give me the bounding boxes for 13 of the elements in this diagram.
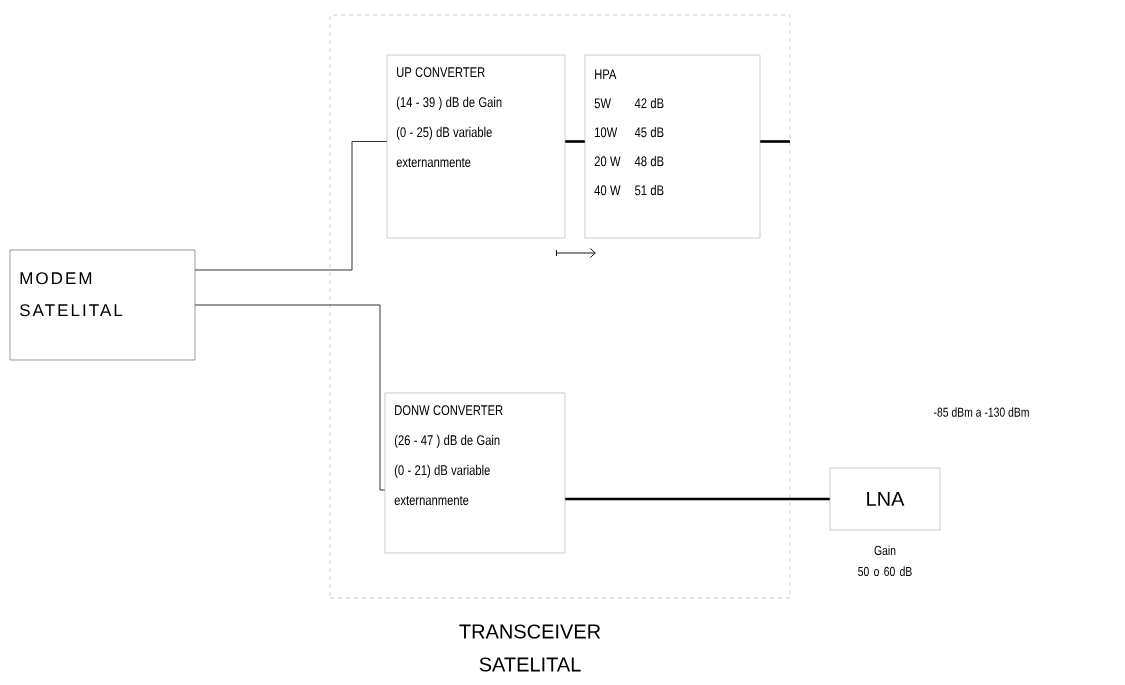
connector-line [565, 497, 830, 501]
group-title: TRANSCEIVER SATELITAL [459, 624, 601, 672]
amplifier-box: LNA [829, 467, 941, 531]
converter-box: DONW CONVERTER (26 - 47 ) dB de Gain (0 - 21) dB variable externanmente [384, 392, 566, 554]
gain-note: Gain 50 o 60 dB [858, 545, 912, 577]
connector-line [565, 140, 585, 143]
amplifier-box: HPA 5W 42 dB 10W 45 dB 20 W 48 dB 40 W 51 dB [584, 54, 761, 239]
modem-box: MODEM SATELITAL [9, 249, 196, 361]
signal-level-label: -85 dBm a -130 dBm [934, 407, 1029, 417]
connector-line [760, 140, 790, 143]
converter-box: UP CONVERTER (14 - 39 ) dB de Gain (0 - 25) dB variable externanmente [386, 54, 566, 239]
connector-line [194, 304, 386, 491]
connector-line [194, 141, 388, 271]
